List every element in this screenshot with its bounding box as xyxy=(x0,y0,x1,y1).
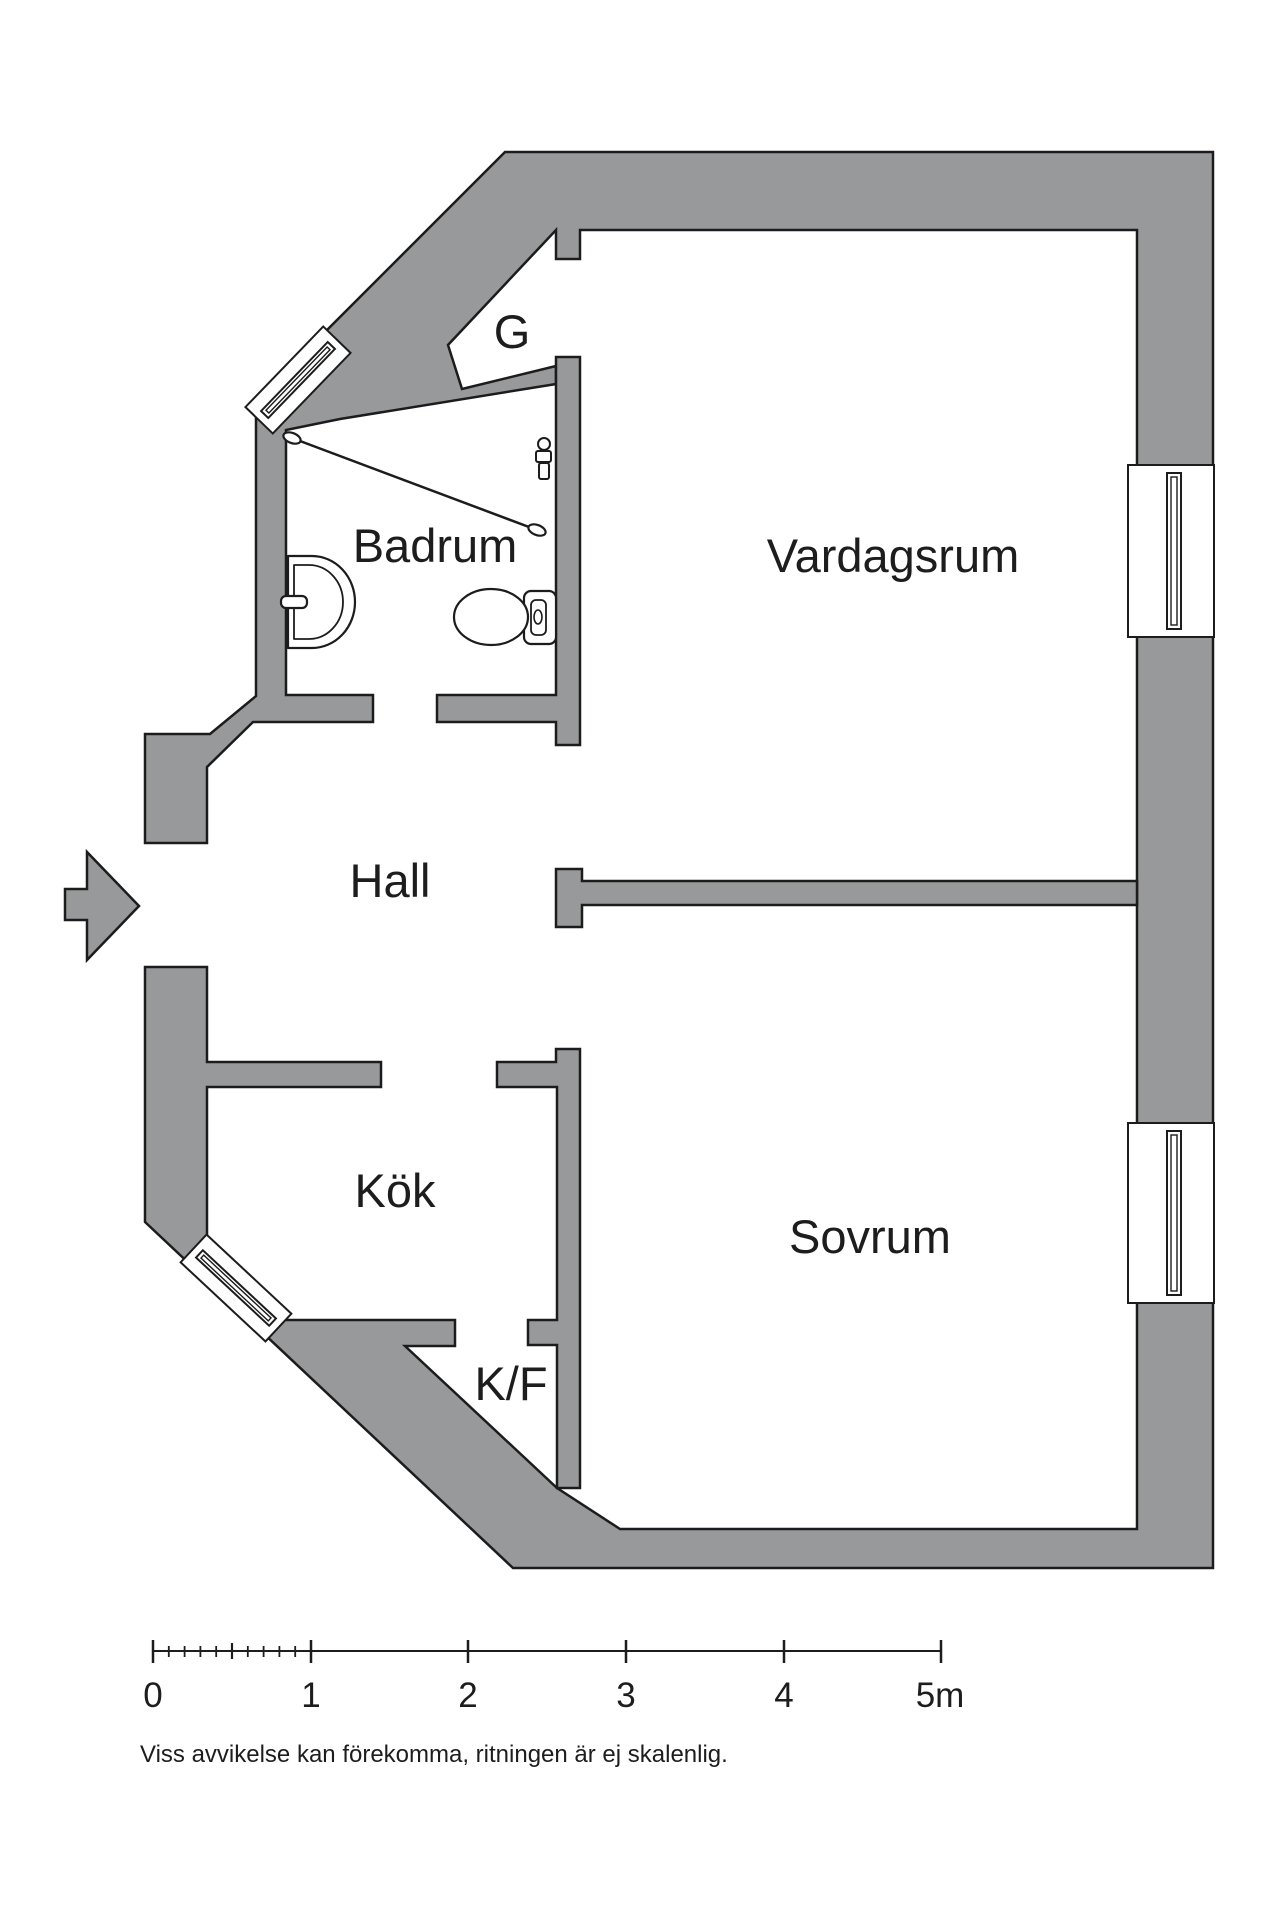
scale-label-5m: 5m xyxy=(916,1676,965,1715)
scale-label-4: 4 xyxy=(774,1676,793,1715)
room-labels-group: G Badrum Vardagsrum Hall Kök Sovrum K/F xyxy=(350,305,1020,1410)
room-label-vardagsrum: Vardagsrum xyxy=(767,529,1020,582)
scale-label-3: 3 xyxy=(616,1676,635,1715)
walls-group xyxy=(63,150,1215,1570)
room-label-hall: Hall xyxy=(350,854,431,907)
entry-arrow-icon xyxy=(63,848,141,964)
kitchen-bedroom-wall xyxy=(495,1047,582,1490)
toilet-icon xyxy=(452,587,558,647)
scale-label-0: 0 xyxy=(143,1676,162,1715)
room-label-kyl-frys: K/F xyxy=(474,1357,547,1410)
sink-icon xyxy=(279,554,357,650)
livingroom-bedroom-wall xyxy=(554,867,1139,929)
room-label-badrum: Badrum xyxy=(353,519,518,572)
window-badrum xyxy=(244,325,352,435)
room-label-garderob: G xyxy=(494,305,531,358)
scale-labels: 0 1 2 3 4 5m xyxy=(143,1676,964,1715)
room-label-sovrum: Sovrum xyxy=(789,1210,951,1263)
disclaimer-text: Viss avvikelse kan förekomma, ritningen … xyxy=(140,1741,728,1768)
scale-label-1: 1 xyxy=(301,1676,320,1715)
scale-major-ticks xyxy=(151,1640,943,1663)
scale-bar xyxy=(151,1640,943,1663)
window-kok xyxy=(179,1233,293,1343)
fixtures-group xyxy=(279,431,558,650)
room-label-kok: Kök xyxy=(355,1164,436,1217)
shower-rail-icon xyxy=(282,431,547,537)
window-vardagsrum xyxy=(1127,464,1215,638)
window-sovrum xyxy=(1127,1122,1215,1304)
scale-label-2: 2 xyxy=(458,1676,477,1715)
bathroom-right-wall xyxy=(435,355,582,747)
windows-group xyxy=(179,325,1215,1343)
scale-minor-ticks xyxy=(167,1643,297,1659)
shower-mixer-icon xyxy=(535,437,552,480)
